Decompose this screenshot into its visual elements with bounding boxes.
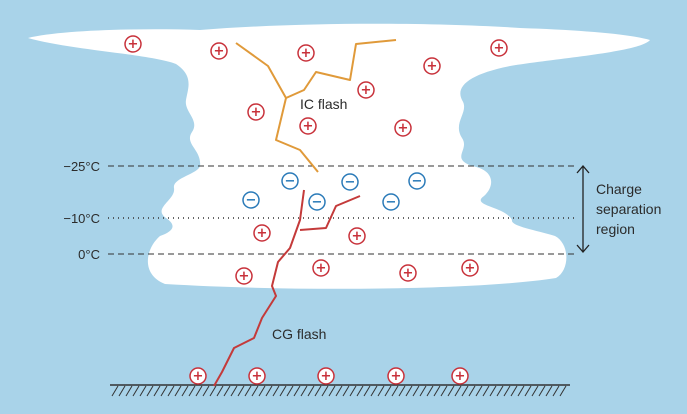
charges: ++++++++++++++++++++−−−−−− (124, 35, 508, 385)
svg-text:+: + (257, 226, 268, 241)
svg-text:+: + (214, 44, 225, 59)
negative-charge-icon: − (281, 172, 299, 190)
negative-charge-icon: − (382, 193, 400, 211)
positive-charge-icon: + (490, 39, 508, 57)
svg-text:−: − (345, 175, 356, 190)
positive-charge-icon: + (348, 227, 366, 245)
positive-charge-icon: + (299, 117, 317, 135)
svg-text:+: + (128, 37, 139, 52)
svg-text:+: + (251, 105, 262, 120)
svg-text:+: + (455, 369, 466, 384)
svg-text:+: + (239, 269, 250, 284)
positive-charge-icon: + (357, 81, 375, 99)
svg-text:+: + (303, 119, 314, 134)
positive-charge-icon: + (124, 35, 142, 53)
positive-charge-icon: + (312, 259, 330, 277)
region-label-line1: Charge (596, 181, 642, 197)
negative-charge-icon: − (408, 172, 426, 190)
temp-label-zero: 0°C (78, 247, 100, 262)
negative-charge-icon: − (308, 193, 326, 211)
svg-text:+: + (398, 121, 409, 136)
positive-charge-icon: + (461, 259, 479, 277)
svg-text:−: − (312, 195, 323, 210)
positive-charge-icon: + (317, 367, 335, 385)
ic-flash-label: IC flash (300, 96, 347, 112)
negative-charge-icon: − (341, 173, 359, 191)
svg-text:+: + (391, 369, 402, 384)
positive-charge-icon: + (399, 264, 417, 282)
svg-text:+: + (252, 369, 263, 384)
region-label-line2: separation (596, 201, 661, 217)
svg-text:+: + (352, 229, 363, 244)
positive-charge-icon: + (423, 57, 441, 75)
positive-charge-icon: + (394, 119, 412, 137)
svg-text:+: + (427, 59, 438, 74)
svg-text:−: − (285, 174, 296, 189)
positive-charge-icon: + (210, 42, 228, 60)
svg-text:+: + (321, 369, 332, 384)
positive-charge-icon: + (297, 44, 315, 62)
svg-text:+: + (193, 369, 204, 384)
positive-charge-icon: + (235, 267, 253, 285)
ground (110, 384, 570, 397)
region-label-line3: region (596, 221, 635, 237)
svg-text:+: + (301, 46, 312, 61)
svg-text:−: − (246, 193, 257, 208)
negative-charge-icon: − (242, 191, 260, 209)
svg-text:+: + (494, 41, 505, 56)
svg-text:+: + (361, 83, 372, 98)
positive-charge-icon: + (451, 367, 469, 385)
positive-charge-icon: + (189, 367, 207, 385)
cg-flash-bolt (213, 189, 361, 387)
ic-flash-bolt (235, 39, 397, 173)
positive-charge-icon: + (253, 224, 271, 242)
temp-label-minus25: −25°C (63, 159, 100, 174)
cg-flash-label: CG flash (272, 326, 326, 342)
svg-text:−: − (412, 174, 423, 189)
thunderstorm-cloud (28, 23, 650, 289)
temp-label-minus10: −10°C (63, 211, 100, 226)
svg-text:−: − (386, 195, 397, 210)
svg-text:+: + (403, 266, 414, 281)
svg-text:+: + (316, 261, 327, 276)
charge-separation-arrow (576, 165, 590, 253)
svg-text:+: + (465, 261, 476, 276)
positive-charge-icon: + (387, 367, 405, 385)
positive-charge-icon: + (248, 367, 266, 385)
positive-charge-icon: + (247, 103, 265, 121)
